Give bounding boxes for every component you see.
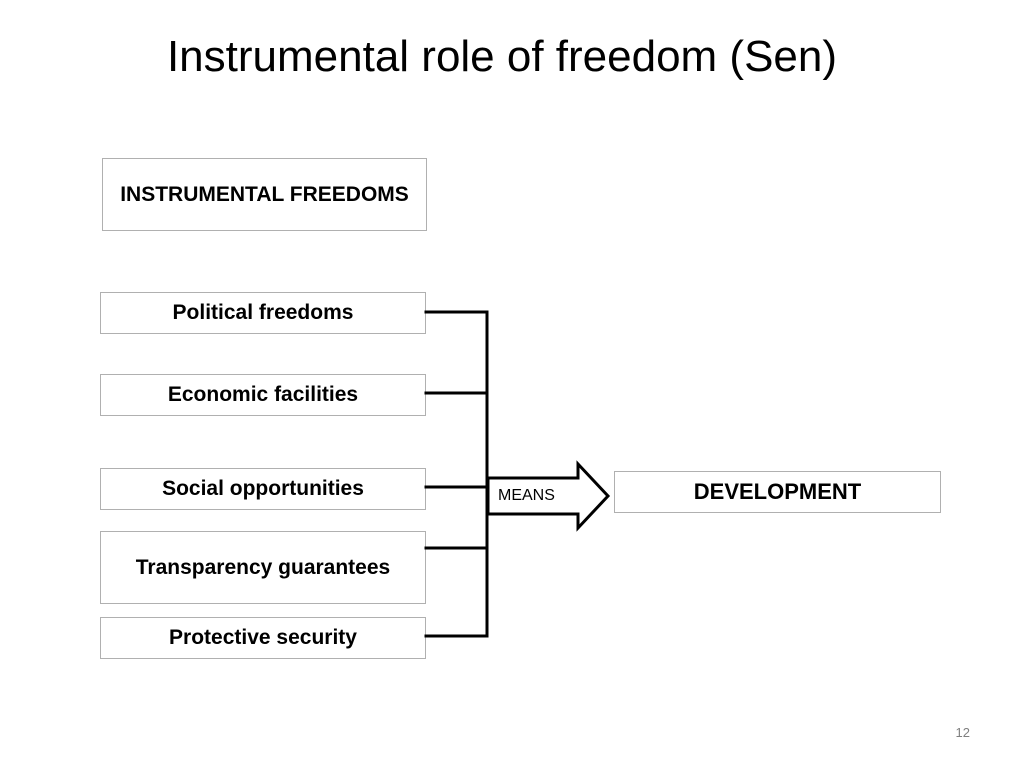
freedom-box-social: Social opportunities <box>100 468 426 510</box>
freedom-box-transparency: Transparency guarantees <box>100 531 426 604</box>
freedom-box-political: Political freedoms <box>100 292 426 334</box>
freedom-box-economic: Economic facilities <box>100 374 426 416</box>
page-number: 12 <box>955 725 970 740</box>
instrumental-freedoms-header-box: INSTRUMENTAL FREEDOMS <box>102 158 427 231</box>
development-box: DEVELOPMENT <box>614 471 941 513</box>
slide-title: Instrumental role of freedom (Sen) <box>166 32 838 81</box>
means-arrow-label: MEANS <box>498 487 555 504</box>
freedom-box-protective: Protective security <box>100 617 426 659</box>
